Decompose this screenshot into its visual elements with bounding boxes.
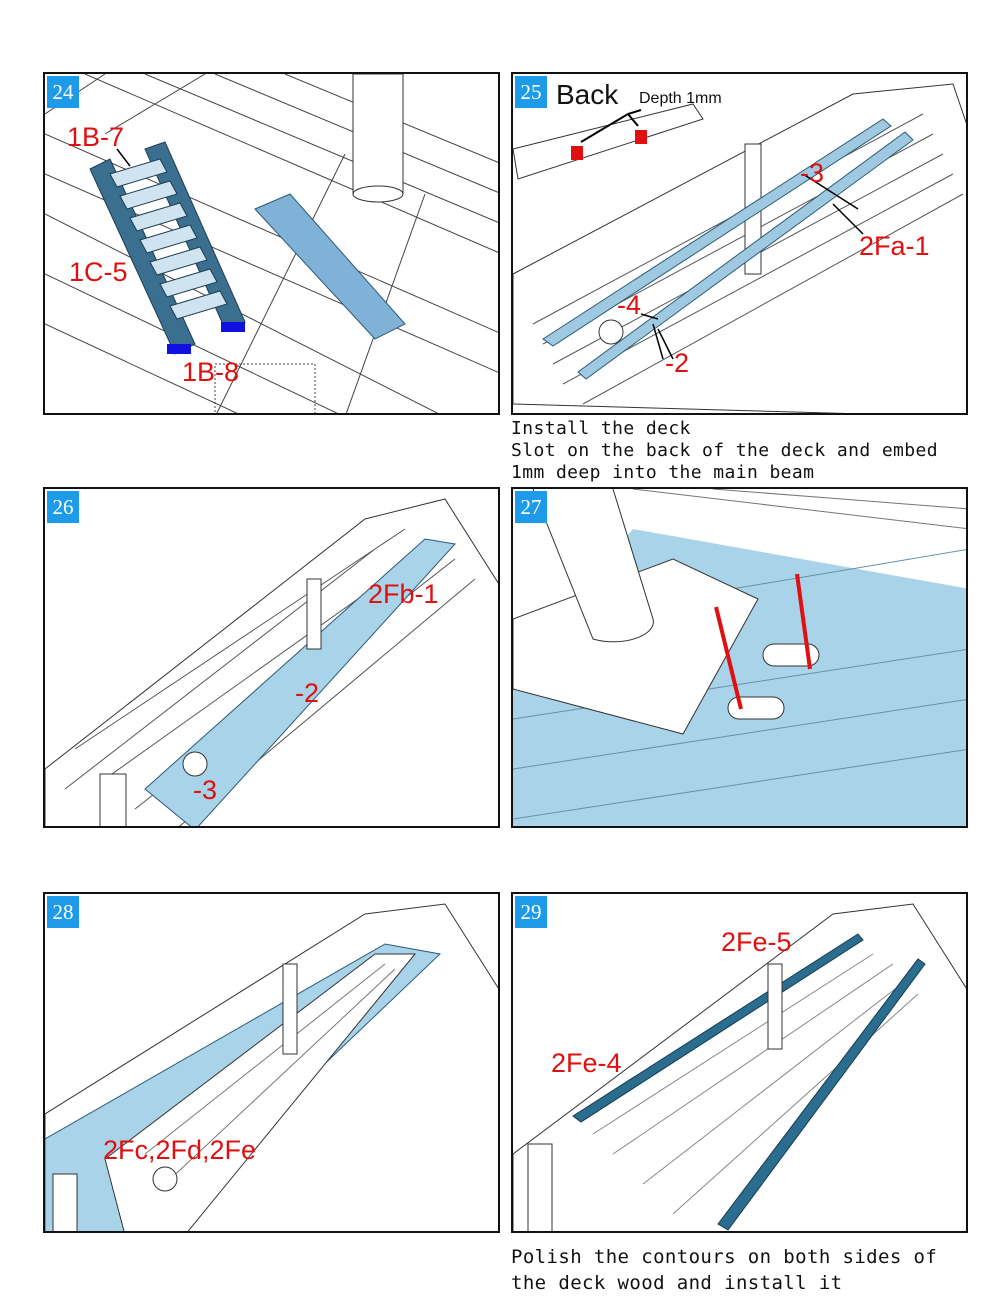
ladder-illustration [45, 74, 498, 413]
step-29-panel: 29 2Fe-5 2Fe-4 [511, 892, 968, 1233]
step-24-panel: 24 1B-7 1C-5 1B-8 [43, 72, 500, 415]
part-label-2fc-2fd-2fe: 2Fc,2Fd,2Fe [103, 1135, 257, 1165]
instruction-line: Slot on the back of the deck and embed [511, 440, 939, 461]
part-label-2fe-5: 2Fe-5 [721, 927, 792, 957]
deck-planking-illustration [45, 498, 498, 826]
step-number-badge: 24 [47, 76, 79, 108]
step-number-badge: 29 [515, 896, 547, 928]
step-number-badge: 28 [47, 896, 79, 928]
side-deck-planking-illustration [45, 903, 498, 1231]
part-label-3: -3 [193, 775, 218, 805]
step-27-panel: 27 [511, 487, 968, 828]
step-number-badge: 26 [47, 491, 79, 523]
step-29-instructions: Polish the contours on both sides of the … [511, 1244, 937, 1296]
back-view-title: Back [556, 79, 619, 110]
part-label-2: -2 [295, 678, 320, 708]
step-28-panel: 28 2Fc,2Fd,2Fe [43, 892, 500, 1233]
instruction-line: 1mm deep into the main beam [511, 462, 815, 483]
deck-slot-detail [513, 489, 966, 826]
part-label-2fe-4: 2Fe-4 [551, 1048, 622, 1078]
step-26-panel: 26 2Fb-1 -2 -3 [43, 487, 500, 828]
part-label-2: -2 [665, 348, 690, 378]
instruction-line: Polish the contours on both sides of [511, 1246, 938, 1268]
part-label-4: -4 [617, 290, 642, 320]
deck-beam-illustration [513, 83, 966, 413]
part-label-1b-7: 1B-7 [67, 122, 125, 152]
step-number-badge: 27 [515, 491, 547, 523]
instruction-line: Install the deck [511, 418, 691, 439]
step-number-badge: 25 [515, 76, 547, 108]
step-25-panel: 25 Back Depth 1mm -3 2Fa-1 -4 -2 [511, 72, 968, 415]
part-label-1c-5: 1C-5 [69, 257, 128, 287]
depth-note: Depth 1mm [639, 90, 722, 107]
waterway-planking-illustration [513, 903, 966, 1231]
instruction-line: the deck wood and install it [511, 1272, 843, 1294]
part-label-2fb-1: 2Fb-1 [368, 579, 439, 609]
part-label-3: -3 [800, 158, 825, 188]
part-label-2fa-1: 2Fa-1 [859, 231, 930, 261]
part-label-1b-8: 1B-8 [182, 357, 240, 387]
